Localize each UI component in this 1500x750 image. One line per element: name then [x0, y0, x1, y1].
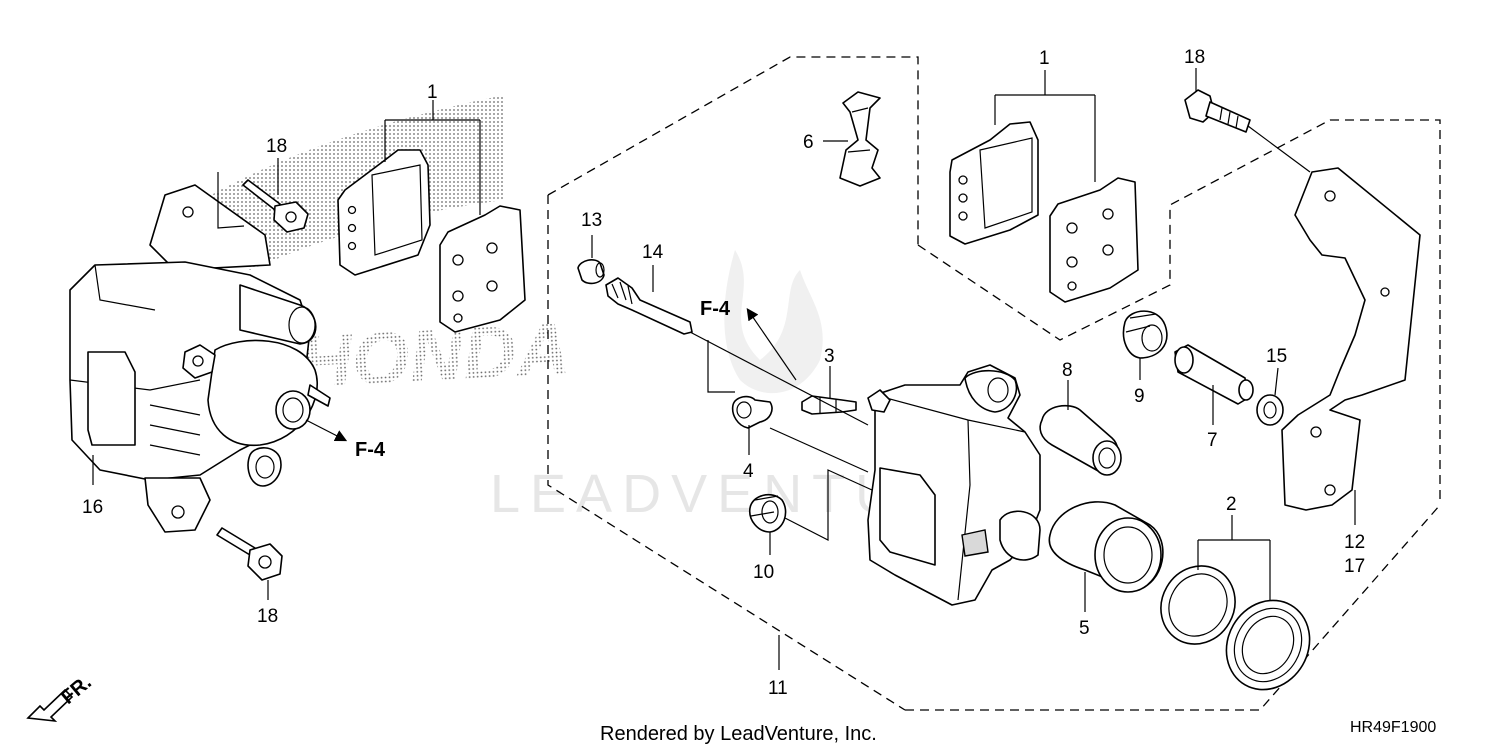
svg-text:HONDA: HONDA: [296, 307, 571, 404]
callout-bleeder: 3: [824, 346, 835, 367]
reference-label-left: F-4: [355, 439, 386, 461]
front-direction-arrow: FR.: [26, 671, 96, 723]
callout-pin-boot: 9: [1134, 386, 1145, 407]
callout-washer: 15: [1266, 346, 1287, 367]
left-flange-bolt-top: [242, 179, 309, 233]
callout-left-bolt-bottom: 18: [257, 606, 278, 627]
right-brake-pad-outer: [1049, 177, 1139, 303]
callout-left-caliper: 16: [82, 497, 103, 518]
callout-right-pad: 1: [1039, 48, 1050, 69]
leader-lines: [92, 68, 1356, 670]
bleeder-cap: [731, 395, 773, 429]
right-flange-bolt: [1184, 89, 1251, 133]
left-brake-pad-inner: [337, 149, 431, 276]
pin-cap: [577, 259, 605, 285]
slide-sleeve: [1039, 404, 1122, 476]
pad-set-outline: [905, 119, 1441, 711]
diagram-code: HR49F1900: [1350, 719, 1436, 736]
slide-pin: [1174, 344, 1254, 405]
callout-slide-pin: 7: [1207, 430, 1218, 451]
caliper-body: [867, 364, 1041, 606]
caliper-bracket: [1281, 167, 1421, 511]
reference-label-center: F-4: [700, 298, 731, 320]
callout-right-bolt: 18: [1184, 47, 1205, 68]
piston-seal: [1160, 565, 1236, 645]
left-caliper-assembly: [69, 184, 331, 533]
render-credit: Rendered by LeadVenture, Inc.: [600, 723, 877, 745]
caliper-assembly-outline: [547, 56, 919, 711]
right-brake-pad-inner: [949, 121, 1039, 245]
dust-seal: [1225, 599, 1311, 691]
callout-slide-sleeve: 8: [1062, 360, 1073, 381]
caliper-piston: [1048, 501, 1164, 593]
left-flange-bolt-bottom: [216, 527, 283, 581]
callout-caliper-pin: 14: [642, 242, 664, 263]
sleeve-boot: [748, 493, 787, 533]
callout-left-pad: 1: [427, 82, 438, 103]
caliper-pin: [605, 277, 693, 335]
callout-piston: 5: [1079, 618, 1090, 639]
callout-clip: 6: [803, 132, 814, 153]
callout-seals: 2: [1226, 494, 1237, 515]
pin-boot: [1122, 310, 1168, 359]
callout-caliper-body: 11: [768, 678, 788, 699]
left-brake-pad-outer: [439, 205, 526, 333]
callout-bracket-12: 12: [1344, 532, 1365, 553]
callout-sleeve-boot: 10: [753, 562, 774, 583]
callout-left-bolt-top: 18: [266, 136, 287, 157]
callout-pin-cap: 13: [581, 210, 602, 231]
washer: [1256, 394, 1284, 426]
callout-bracket-17: 17: [1344, 556, 1365, 577]
pad-spring-clip: [839, 91, 881, 187]
callout-bleeder-cap: 4: [743, 461, 754, 482]
